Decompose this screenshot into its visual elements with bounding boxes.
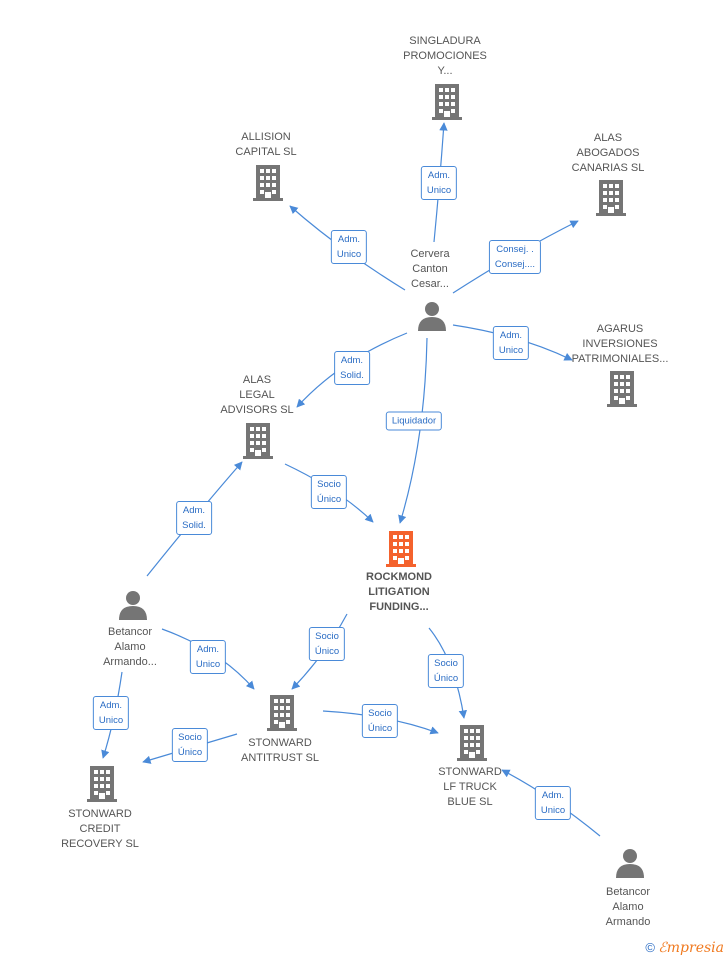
edge-label-e9[interactable]: Adm. Unico (189, 640, 227, 674)
copyright-icon: © (645, 940, 655, 955)
edge-label-e2[interactable]: Adm. Unico (330, 230, 368, 264)
node-label-alas-abogados[interactable]: ALAS ABOGADOS CANARIAS SL (571, 132, 645, 174)
edge-e6 (398, 337, 428, 524)
node-label-alas-legal[interactable]: ALAS LEGAL ADVISORS SL (220, 374, 294, 416)
node-label-agarus[interactable]: AGARUS INVERSIONES PATRIMONIALES... (571, 323, 669, 365)
empresia-logo[interactable]: ℰmpresia (658, 940, 724, 956)
node-label-cervera[interactable]: Cervera Canton Cesar... (410, 248, 450, 290)
edge-label-e4[interactable]: Adm. Unico (492, 326, 530, 360)
agarus-building-icon[interactable] (607, 371, 637, 412)
cervera-person-icon[interactable] (416, 300, 448, 337)
betancor2-person-icon[interactable] (614, 847, 646, 884)
singladura-building-icon[interactable] (432, 84, 462, 125)
node-label-stonward-antitrust[interactable]: STONWARD ANTITRUST SL (240, 737, 320, 764)
node-label-stonward-credit[interactable]: STONWARD CREDIT RECOVERY SL (61, 808, 139, 850)
node-label-allision[interactable]: ALLISION CAPITAL SL (235, 131, 297, 158)
edge-label-e7[interactable]: Socio Único (310, 475, 348, 509)
node-label-betancor1[interactable]: Betancor Alamo Armando... (103, 626, 157, 668)
edge-label-e15[interactable]: Adm. Unico (534, 786, 572, 820)
betancor1-person-icon[interactable] (117, 589, 149, 626)
node-label-singladura[interactable]: SINGLADURA PROMOCIONES Y... (403, 35, 487, 77)
edge-label-e14[interactable]: Socio Único (427, 654, 465, 688)
edge-label-e5[interactable]: Adm. Solid. (334, 351, 370, 385)
alas-legal-building-icon[interactable] (243, 423, 273, 464)
node-label-stonward-lf[interactable]: STONWARD LF TRUCK BLUE SL (438, 766, 502, 808)
rockmond-building-icon[interactable] (386, 531, 416, 572)
node-label-betancor2[interactable]: Betancor Alamo Armando (605, 886, 651, 928)
brand-footer[interactable]: © ℰmpresia (645, 940, 724, 956)
alas-abogados-building-icon[interactable] (596, 180, 626, 221)
edge-label-e12[interactable]: Socio Único (171, 728, 209, 762)
edge-label-e8[interactable]: Adm. Solid. (176, 501, 212, 535)
stonward-lf-building-icon[interactable] (457, 725, 487, 766)
edge-label-e11[interactable]: Socio Único (308, 627, 346, 661)
edge-label-e3[interactable]: Consej. . Consej.... (488, 240, 542, 274)
stonward-credit-building-icon[interactable] (87, 766, 117, 807)
edge-label-e13[interactable]: Socio Único (361, 704, 399, 738)
edge-label-e6[interactable]: Liquidador (385, 411, 443, 431)
edge-label-e1[interactable]: Adm. Unico (420, 166, 458, 200)
stonward-antitrust-building-icon[interactable] (267, 695, 297, 736)
node-label-rockmond[interactable]: ROCKMOND LITIGATION FUNDING... (366, 571, 432, 613)
edge-label-e10[interactable]: Adm. Unico (92, 696, 130, 730)
allision-building-icon[interactable] (253, 165, 283, 206)
